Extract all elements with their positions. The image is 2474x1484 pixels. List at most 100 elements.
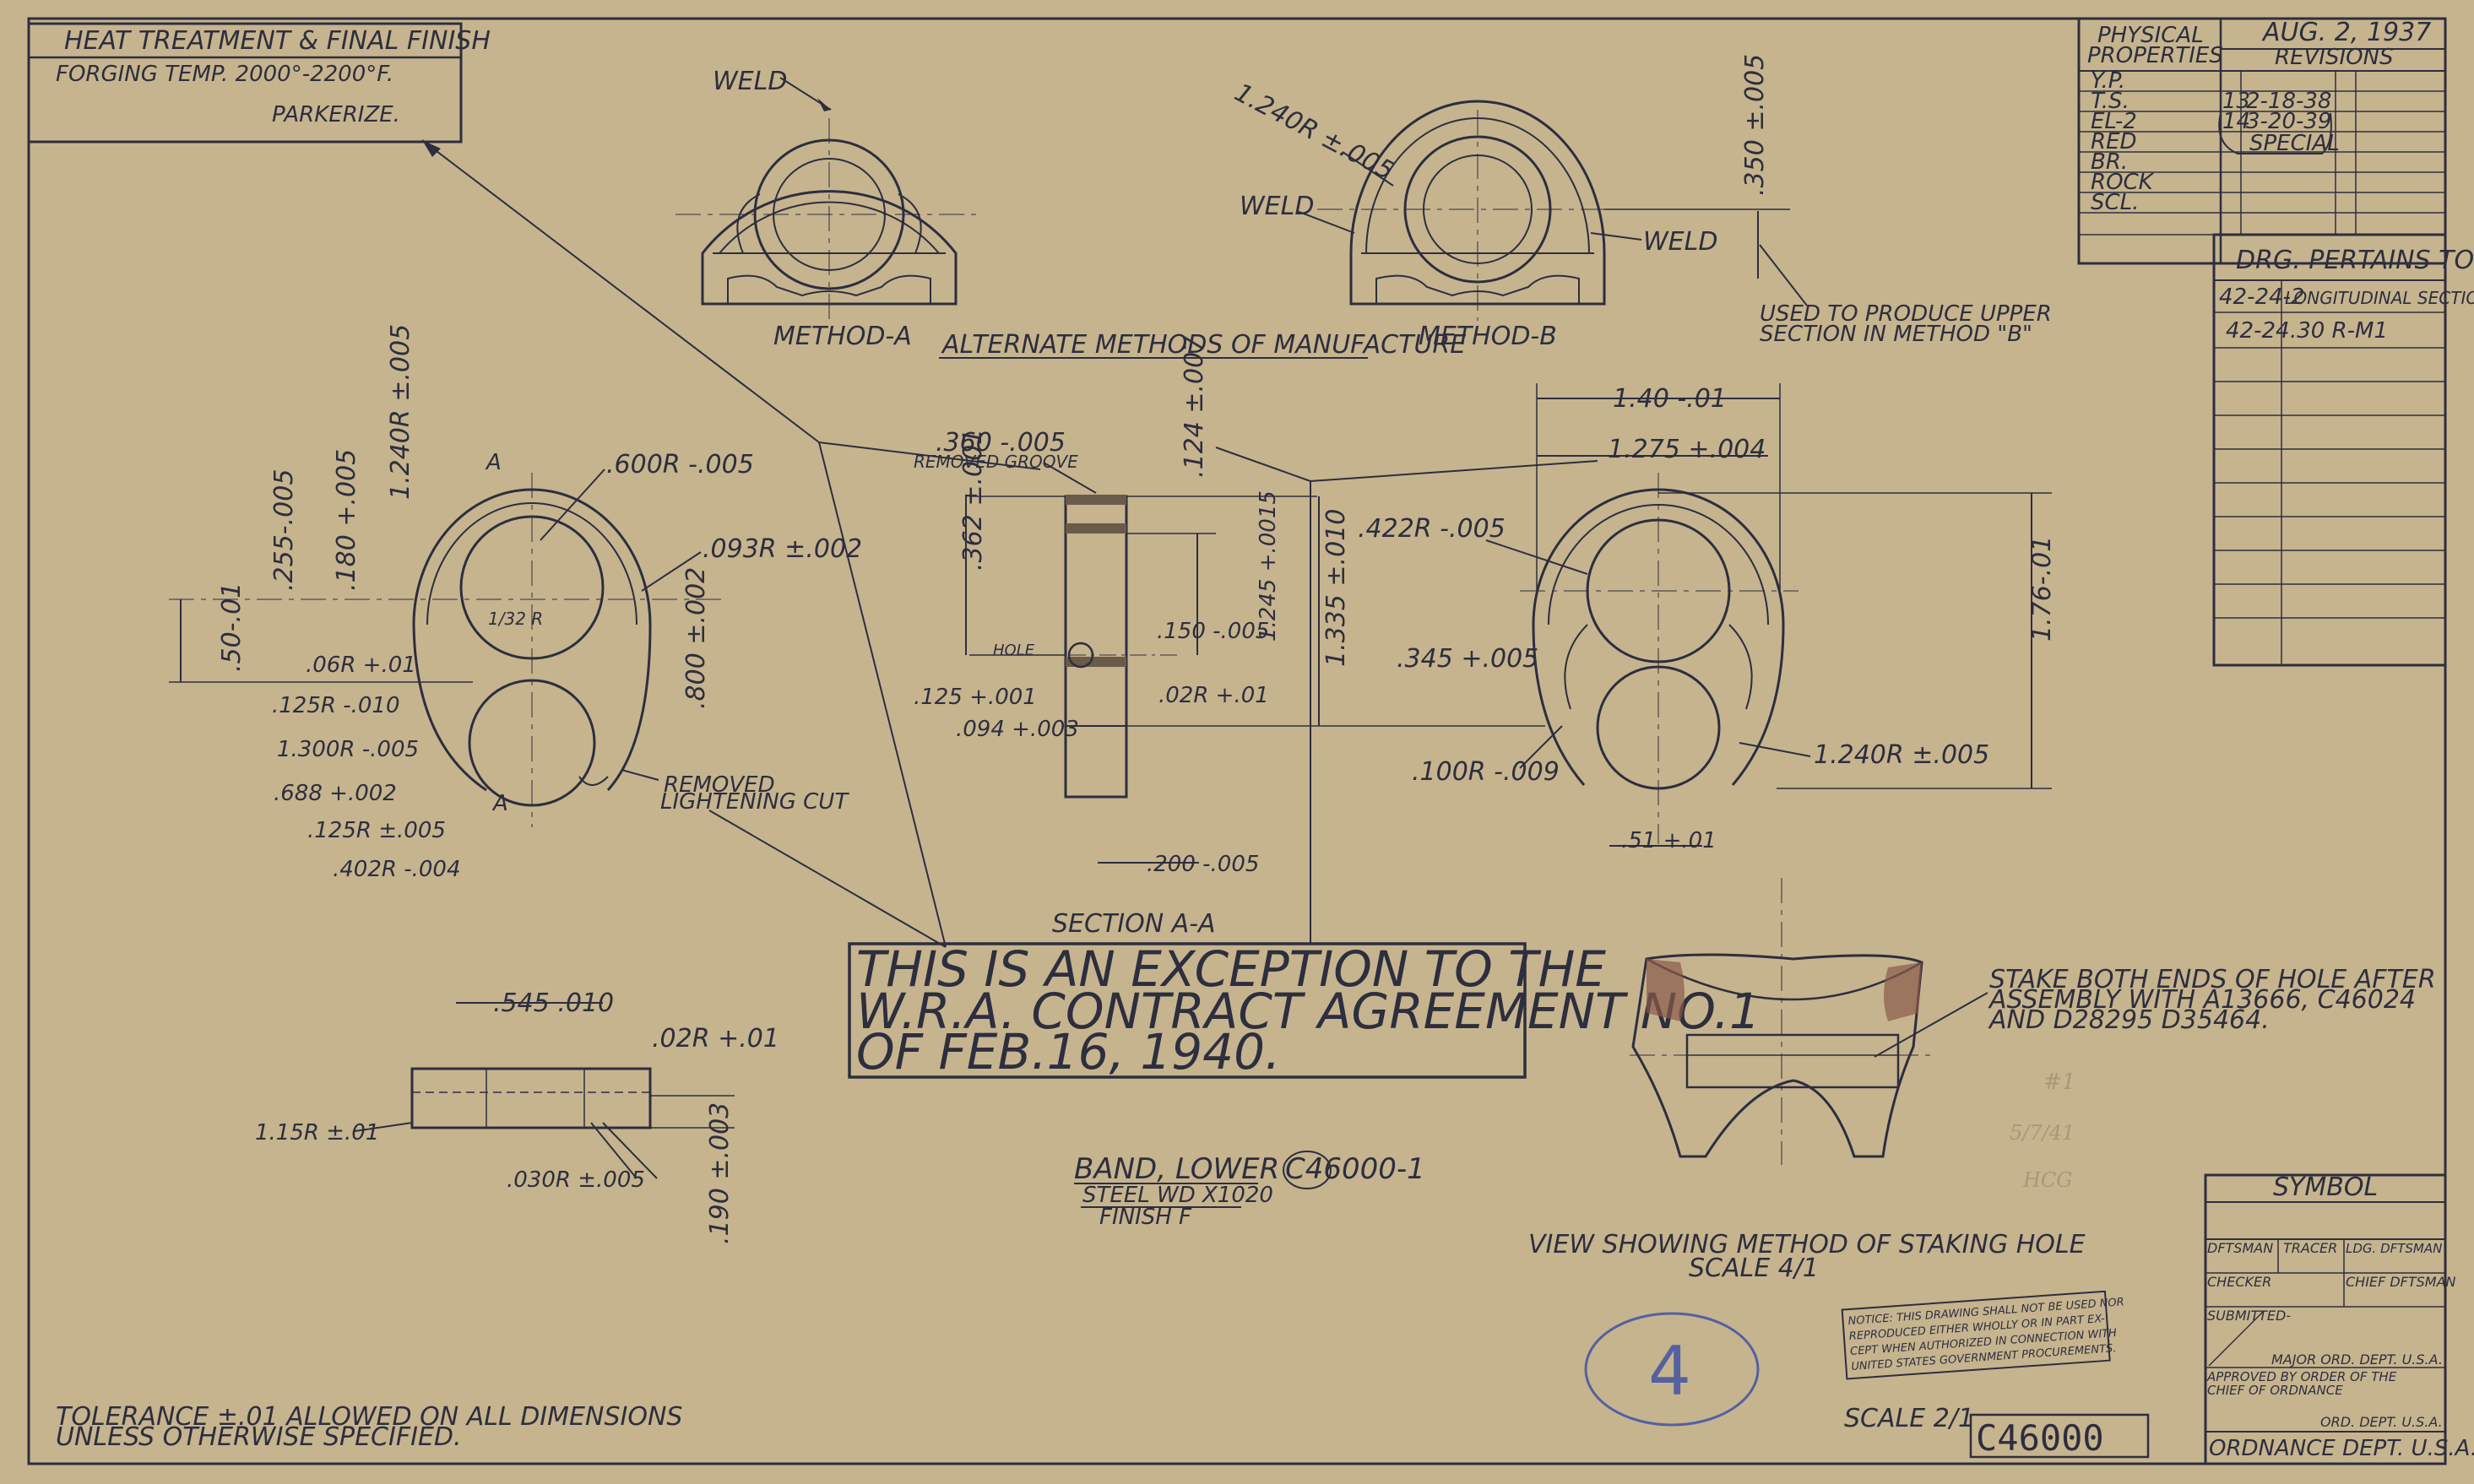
weld-label-a: WELD xyxy=(713,67,787,96)
drg-ref-1: 42-24-2 xyxy=(2219,284,2304,310)
section-mark-a-bottom: A xyxy=(491,791,508,816)
phys-row-br: BR. xyxy=(2091,149,2128,175)
drg-desc-1: LONGITUDINAL SECTION xyxy=(2285,288,2474,308)
dim-030r: .030R ±.005 xyxy=(507,1167,645,1193)
dim-1240r-top: 1.240R ±.005 xyxy=(1229,78,1398,187)
drawing-number: C46000 xyxy=(1976,1417,2104,1459)
tolerance-line-2: UNLESS OTHERWISE SPECIFIED. xyxy=(56,1422,462,1452)
phys-row-red: RED xyxy=(2091,129,2137,154)
weld-label-b-right: WELD xyxy=(1643,227,1717,257)
tracer-label: TRACER xyxy=(2283,1240,2337,1256)
dim-02r: .02R +.01 xyxy=(1158,683,1269,708)
method-a-label: METHOD-A xyxy=(773,322,912,351)
pencil-mark-3: HCG xyxy=(2022,1168,2072,1192)
section-aa-label: SECTION A-A xyxy=(1052,909,1216,939)
dim-124: .124 ±.007 xyxy=(1180,336,1209,478)
rev-14-date: 3-20-39 xyxy=(2246,109,2331,134)
staking-note-2: ASSEMBLY WITH A13666, C46024 xyxy=(1988,985,2416,1015)
tolerance-line-1: TOLERANCE ±.01 ALLOWED ON ALL DIMENSIONS xyxy=(56,1402,682,1432)
phys-row-yp: Y.P. xyxy=(2091,68,2125,94)
section-mark-a-top: A xyxy=(485,450,502,475)
weld-label-b-left: WELD xyxy=(1240,192,1314,221)
alternate-methods-label: ALTERNATE METHODS OF MANUFACTURE xyxy=(941,330,1466,360)
phys-row-el: EL-2 xyxy=(2091,109,2137,134)
drg-desc-2: .30 R-M1 xyxy=(2290,318,2388,344)
staking-view: STAKE BOTH ENDS OF HOLE AFTER ASSEMBLY W… xyxy=(1528,878,2436,1283)
dim-1275: 1.275 +.004 xyxy=(1608,435,1766,464)
part-name: BAND, LOWER xyxy=(1074,1152,1279,1186)
phys-row-rock: ROCK xyxy=(2091,170,2155,195)
dim-190: .190 ±.003 xyxy=(705,1102,735,1244)
dim-02r2: .02R +.01 xyxy=(652,1024,779,1053)
ordnance-dept: ORDNANCE DEPT. U.S.A. xyxy=(2209,1436,2474,1461)
phys-header-2: PROPERTIES xyxy=(2087,43,2223,68)
dim-345: .345 +.005 xyxy=(1397,644,1538,674)
dim-200: .200 -.005 xyxy=(1147,852,1259,877)
dim-100r: .100R -.009 xyxy=(1412,757,1560,787)
heat-treatment-block: HEAT TREATMENT & FINAL FINISH FORGING TE… xyxy=(27,22,491,144)
rev-special: SPECIAL xyxy=(2249,131,2340,156)
notice-box: NOTICE: THIS DRAWING SHALL NOT BE USED N… xyxy=(1841,1290,2124,1380)
rev-14-num: 14 xyxy=(2222,109,2250,134)
rev-13-num: 13 xyxy=(2222,89,2250,114)
section-aa-view: .360 -.005 REMOVED GROOVE .362 ±.001 .12… xyxy=(914,336,1351,939)
staking-view-label: VIEW SHOWING METHOD OF STAKING HOLE xyxy=(1528,1230,2086,1259)
dim-350: .350 ±.005 xyxy=(1740,54,1770,196)
left-front-view: .50-.01 .255-.005 .180 +.005 1.240R ±.00… xyxy=(169,324,862,882)
dim-125r: .125R -.010 xyxy=(272,693,400,718)
approved-line-2: CHIEF OF ORDNANCE xyxy=(2207,1383,2343,1398)
exception-line-3: OF FEB.16, 1940. xyxy=(856,1023,1280,1081)
dim-402r: .402R -.004 xyxy=(333,857,461,882)
dim-180: .180 +.005 xyxy=(332,449,361,591)
method-b-view: WELD WELD 1.240R ±.005 .350 ±.005 USED T… xyxy=(1229,54,2052,351)
removed-cut-1: REMOVED xyxy=(664,772,775,798)
dim-50: .50-.01 xyxy=(217,582,247,672)
exception-line-2: W.R.A. CONTRACT AGREEMENT NO.1 xyxy=(856,983,1761,1040)
part-material: STEEL WD X1020 xyxy=(1082,1183,1273,1208)
dim-1335: 1.335 ±.010 xyxy=(1321,509,1351,667)
ord-dept-label: ORD. DEPT. U.S.A. xyxy=(2320,1414,2443,1430)
dim-545: .545 .010 xyxy=(493,988,614,1018)
used-to-produce-1: USED TO PRODUCE UPPER xyxy=(1760,301,2052,327)
phys-header-1: PHYSICAL xyxy=(2097,23,2204,48)
side-view-small: .545 .010 .02R +.01 1.15R ±.01 .030R ±.0… xyxy=(255,988,779,1244)
dim-1240r-left: 1.240R ±.005 xyxy=(386,324,415,500)
dftsman-label: DFTSMAN xyxy=(2207,1240,2273,1256)
circled-number-ellipse xyxy=(1584,1312,1760,1427)
approved-line-1: APPROVED BY ORDER OF THE xyxy=(2206,1369,2397,1384)
dim-093r: .093R ±.002 xyxy=(703,534,862,564)
dim-600r: .600R -.005 xyxy=(606,450,754,479)
dim-360: .360 -.005 xyxy=(936,428,1066,458)
revisions-header: REVISIONS xyxy=(2275,45,2394,70)
dim-132r: 1/32 R xyxy=(488,609,543,629)
circled-number: 4 xyxy=(1648,1332,1691,1411)
used-to-produce-2: SECTION IN METHOD "B" xyxy=(1760,322,2032,347)
dim-1240r-right: 1.240R ±.005 xyxy=(1814,740,1989,770)
dim-1245: 1.245 +.0015 xyxy=(1256,490,1281,642)
submitted-label: SUBMITTED- xyxy=(2207,1308,2291,1324)
dim-140: 1.40 -.01 xyxy=(1613,384,1727,414)
dim-255: .255-.005 xyxy=(269,469,299,591)
drg-ref-2: 42-24 xyxy=(2226,318,2290,344)
part-finish: FINISH F xyxy=(1099,1205,1192,1230)
checker-label: CHECKER xyxy=(2207,1274,2271,1290)
removed-groove: REMOVED GROOVE xyxy=(914,452,1078,472)
pencil-mark-1: #1 xyxy=(2043,1070,2075,1095)
dim-06r: .06R +.01 xyxy=(306,653,416,678)
right-front-view: 1.40 -.01 1.275 +.004 .422R -.005 .345 +… xyxy=(1326,383,2057,853)
drg-pertains-block: DRG. PERTAINS TO 42-24-2 LONGITUDINAL SE… xyxy=(2212,233,2474,667)
symbol-label: SYMBOL xyxy=(2273,1173,2378,1202)
staking-note-1: STAKE BOTH ENDS OF HOLE AFTER xyxy=(1989,965,2436,994)
heat-treatment-header: HEAT TREATMENT & FINAL FINISH xyxy=(64,26,491,56)
title-block: SYMBOL DFTSMAN TRACER LDG. DFTSMAN CHECK… xyxy=(1844,1173,2474,1465)
revision-date: AUG. 2, 1937 xyxy=(2261,18,2431,47)
phys-row-scl: SCL. xyxy=(2091,190,2139,215)
dim-125h: .125 +.001 xyxy=(914,685,1037,710)
method-a-view: WELD METHOD-A xyxy=(675,67,983,351)
dim-362: .362 ±.001 xyxy=(958,429,988,571)
revision-cloud xyxy=(2218,112,2332,154)
removed-cut-2: LIGHTENING CUT xyxy=(660,789,849,815)
sheet-border xyxy=(27,17,2447,1465)
